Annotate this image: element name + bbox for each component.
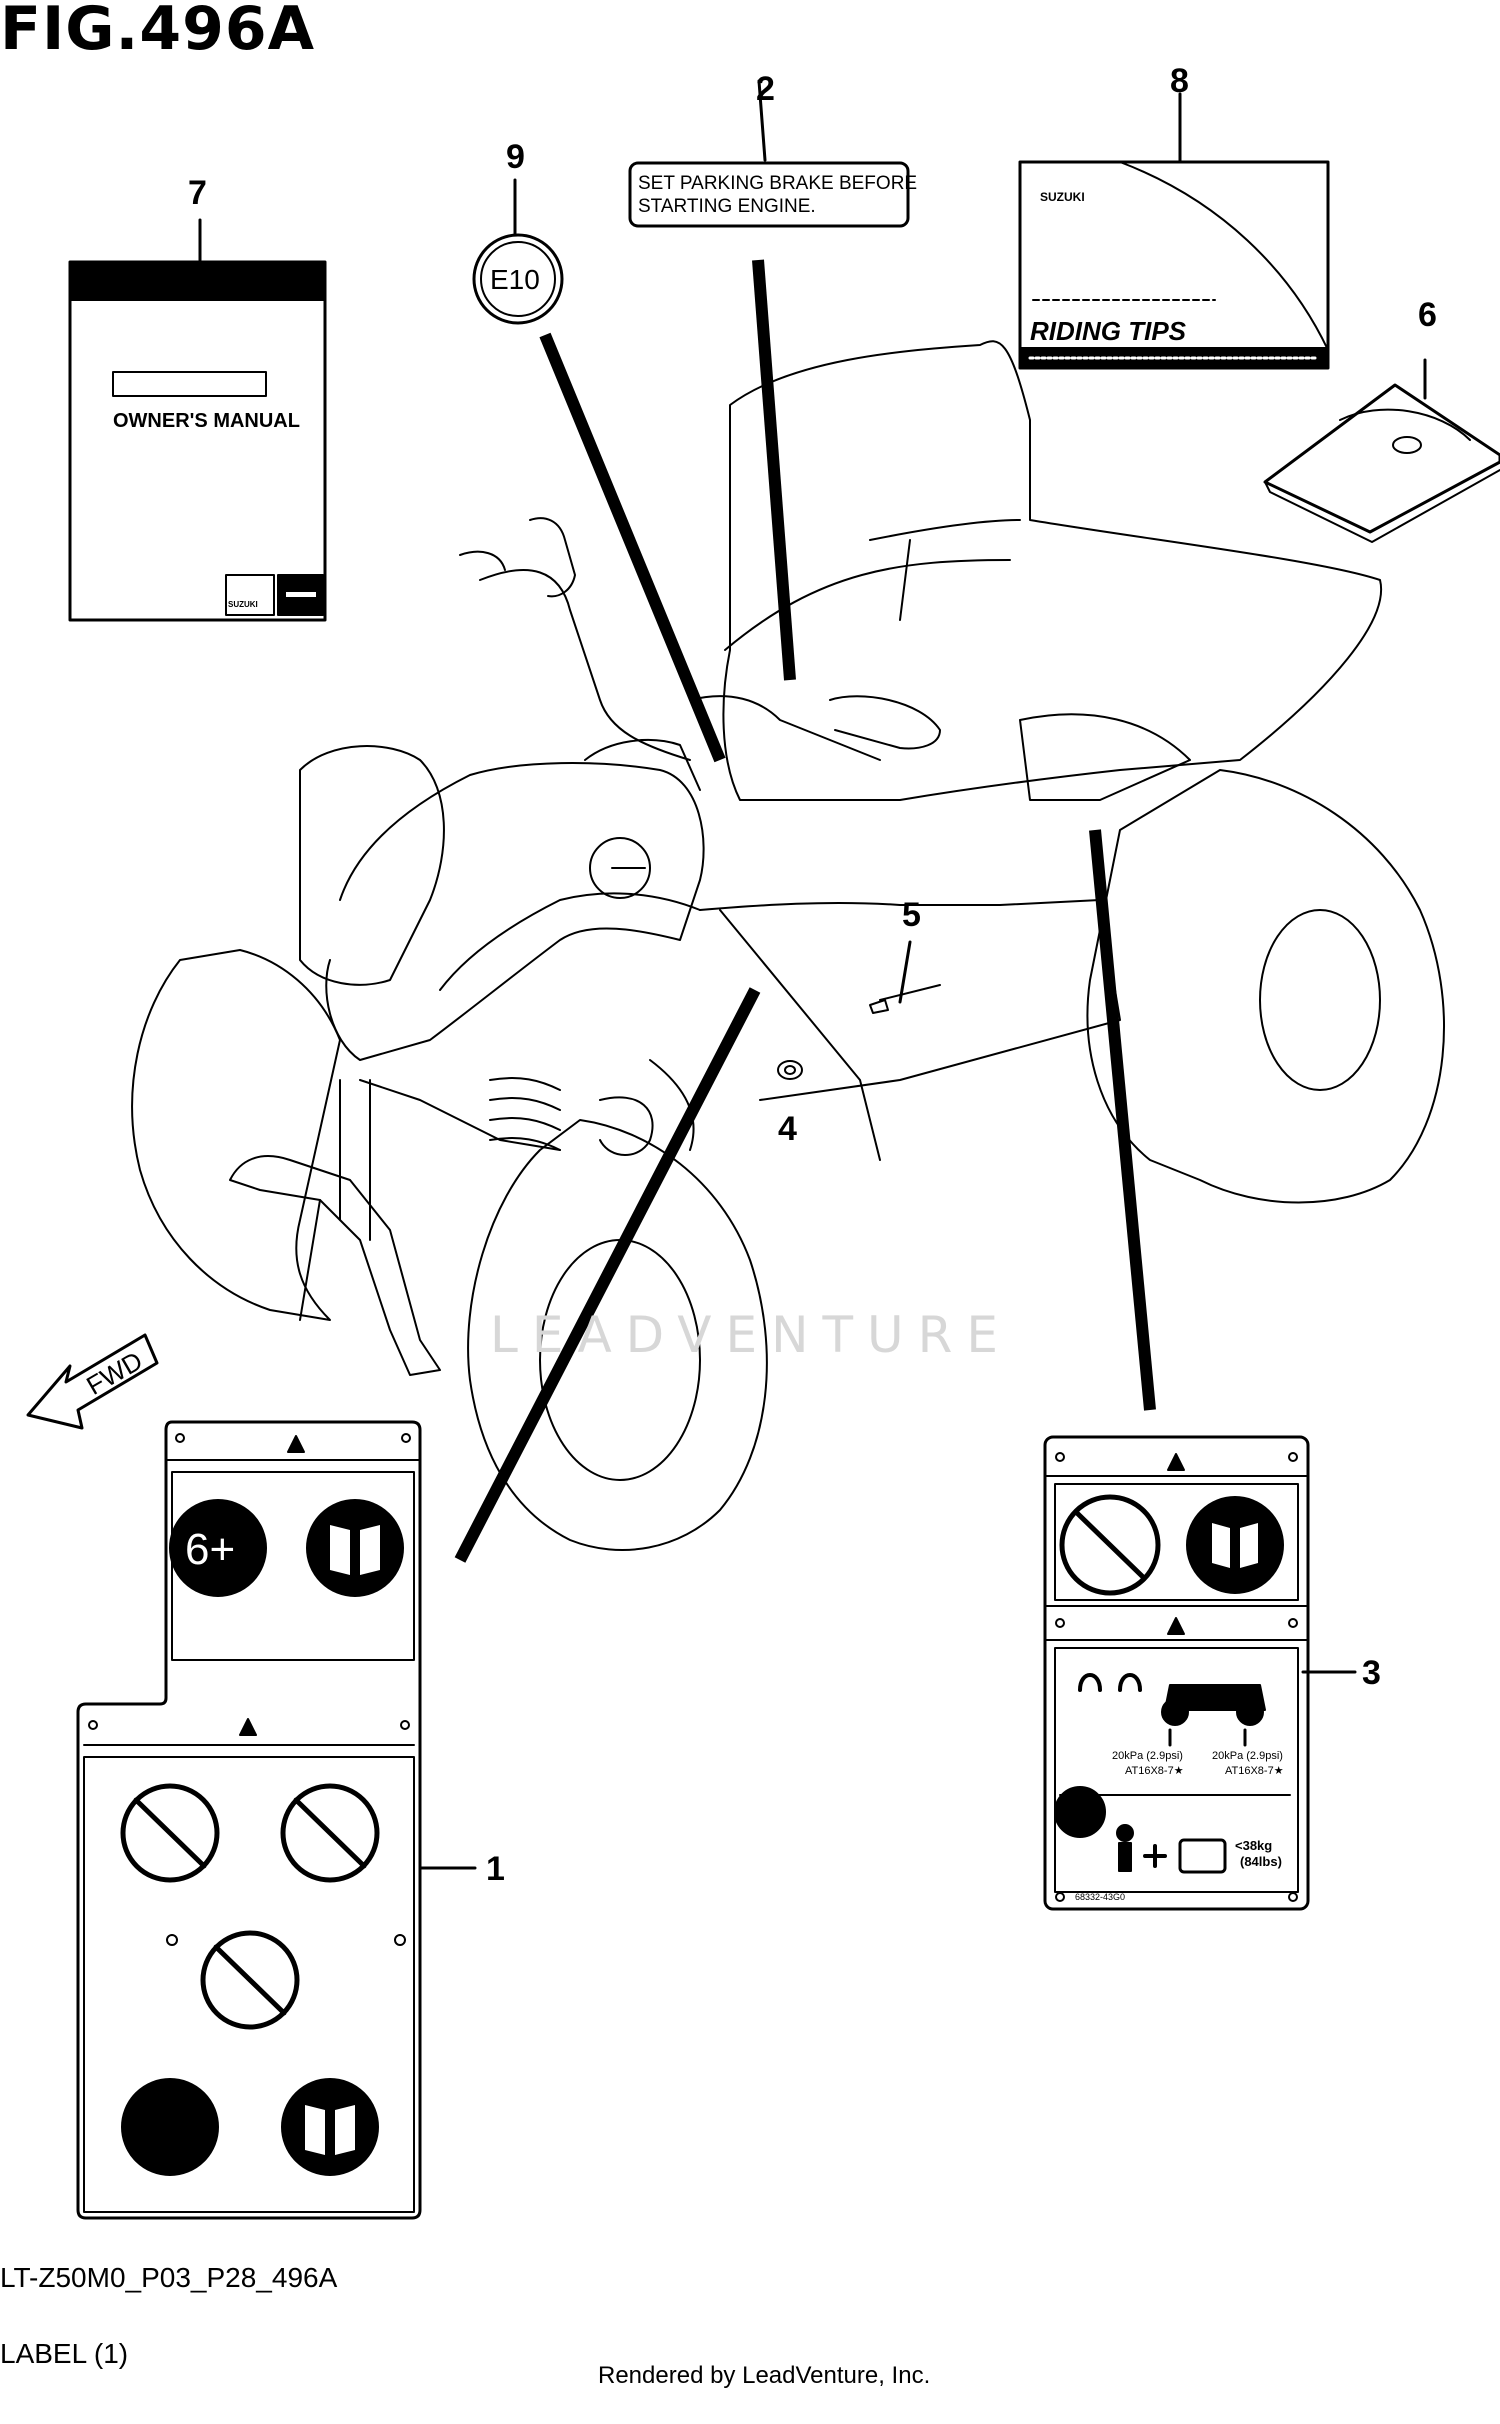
e10-label-text: E10 [490,264,540,295]
age-limit-text: 6+ [185,1525,236,1574]
owners-manual-title: OWNER'S MANUAL [113,410,300,432]
callout-2: 2 [756,70,775,108]
e10-label-illustration [472,233,564,325]
load-limit-lbs: (84lbs) [1240,1854,1282,1869]
render-credit: Rendered by LeadVenture, Inc. [598,2362,931,2389]
brake-label-illustration [628,161,910,228]
warning-label-3-illustration [1043,1435,1310,1911]
tire-size-right: AT16X8-7★ [1225,1765,1284,1777]
figure-code: LT-Z50M0_P03_P28_496A [0,2262,338,2293]
load-limit-kg: <38kg [1235,1838,1273,1853]
figure-caption: LABEL (1) [0,2338,129,2369]
leader-lines [198,79,1427,1870]
tire-size-left: AT16X8-7★ [1125,1765,1184,1777]
brake-label-line2: STARTING ENGINE. [638,196,816,217]
riding-tips-illustration [1018,160,1330,370]
callout-8: 8 [1170,62,1189,100]
atv-outline [131,340,1445,1551]
thick-pointers [454,259,1156,1563]
tire-pressure-right: 20kPa (2.9psi) [1212,1750,1283,1762]
callout-6: 6 [1418,296,1437,334]
callout-3: 3 [1362,1654,1381,1692]
riding-tips-title: RIDING TIPS [1030,316,1187,346]
fwd-arrow-illustration [26,1333,159,1430]
callout-1: 1 [486,1850,505,1888]
figure-title: FIG.496A [0,0,316,64]
tire-pressure-left: 20kPa (2.9psi) [1112,1750,1183,1762]
callout-5: 5 [902,896,921,934]
tool-pouch-illustration [1263,383,1500,543]
warning-label-1-illustration [76,1420,422,2220]
owners-manual-illustration [68,260,327,622]
brake-label-line1: SET PARKING BRAKE BEFORE [638,173,918,194]
owners-manual-brand: SUZUKI [228,600,258,609]
watermark-text: LEADVENTURE [490,1306,1012,1364]
callout-4: 4 [778,1110,797,1148]
callout-7: 7 [188,174,207,212]
riding-tips-brand: SUZUKI [1040,190,1085,204]
label-part-number: 68332-43G0 [1075,1892,1126,1902]
callout-9: 9 [506,138,525,176]
